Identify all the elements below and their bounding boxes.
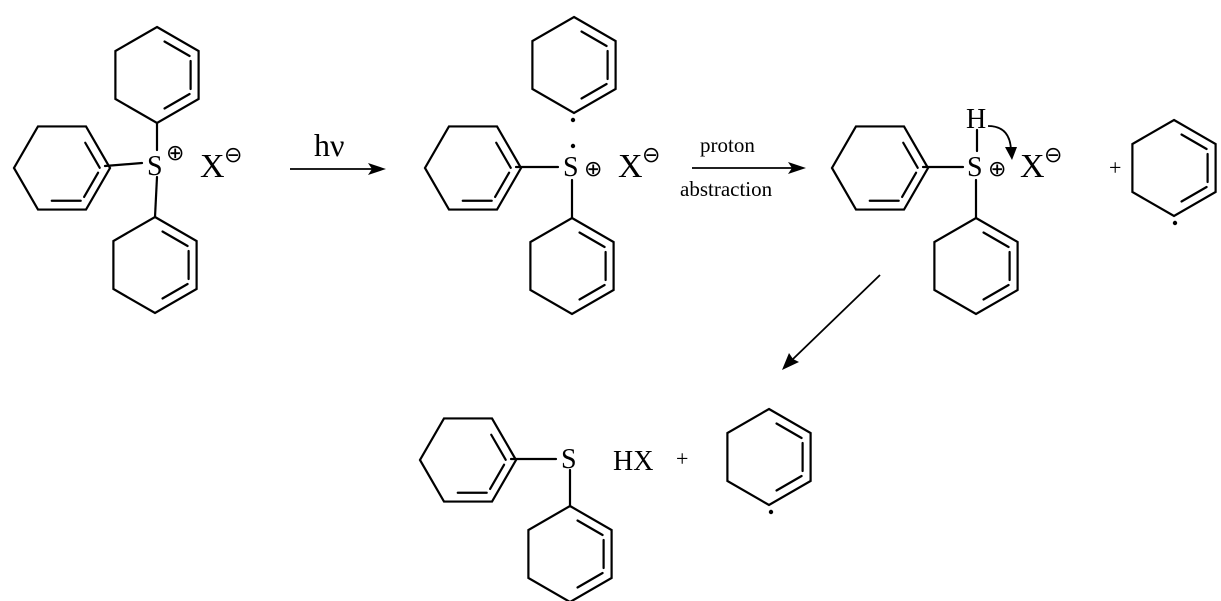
radical-dot-sulfur <box>570 143 576 149</box>
counterion: X <box>618 148 643 185</box>
condition-hv: hν <box>314 127 344 163</box>
radical-dot <box>570 117 576 123</box>
hydrogen-atom: H <box>966 104 986 135</box>
plus-sign: + <box>1109 155 1121 180</box>
product-protonated-sulfide: H S ⊕ X ⊖ <box>818 104 1062 316</box>
anion-charge: ⊖ <box>642 143 660 168</box>
phenyl-radical <box>1131 118 1217 226</box>
reactant-triphenylsulfonium: S ⊕ X ⊖ <box>0 25 242 315</box>
phenyl-ring-bottom <box>527 504 613 601</box>
radical-dot <box>768 509 774 515</box>
arrow-photolysis: hν <box>290 127 386 175</box>
phenyl-ring-bottom <box>112 215 198 315</box>
phenyl-ring-left <box>406 396 530 524</box>
intermediate-radical-cation: S ⊕ X ⊖ <box>411 15 660 316</box>
phenyl-ring <box>726 407 812 507</box>
phenyl-ring-left <box>818 104 942 232</box>
condition-proton: proton <box>700 133 755 157</box>
phenyl-ring-top <box>531 15 617 115</box>
bond-s-left <box>103 161 144 168</box>
radical-dot <box>1172 220 1178 226</box>
anion-charge: ⊖ <box>1044 143 1062 168</box>
phenyl-ring-bottom <box>529 216 615 316</box>
cation-charge: ⊕ <box>988 157 1006 182</box>
phenyl-ring-left <box>0 104 124 232</box>
anion-charge: ⊖ <box>224 143 242 168</box>
arrow-proton-abstraction: proton abstraction <box>680 133 806 201</box>
plus-sign: + <box>676 446 688 471</box>
product-diphenyl-sulfide: S <box>406 396 613 601</box>
phenyl-ring-left <box>411 104 535 232</box>
counterion: X <box>200 148 225 185</box>
phenyl-ring-top <box>114 25 200 125</box>
condition-abstraction: abstraction <box>680 177 773 201</box>
phenyl-ring <box>1131 118 1217 218</box>
electron-pushing-arrow <box>987 125 1012 151</box>
sulfur-atom: S <box>563 152 579 183</box>
cation-charge: ⊕ <box>584 157 602 182</box>
arrow-decomposition <box>782 274 881 370</box>
sulfur-atom: S <box>967 152 983 183</box>
counterion: X <box>1020 148 1045 185</box>
sulfur-atom: S <box>147 151 163 182</box>
phenyl-radical <box>726 407 812 515</box>
sulfur-atom: S <box>561 444 577 475</box>
acid-hx: HX <box>613 446 653 477</box>
electron-arrow-head <box>1005 147 1017 160</box>
cation-charge: ⊕ <box>166 141 184 166</box>
phenyl-ring-bottom <box>933 216 1019 316</box>
bond-s-bottom <box>153 175 159 219</box>
